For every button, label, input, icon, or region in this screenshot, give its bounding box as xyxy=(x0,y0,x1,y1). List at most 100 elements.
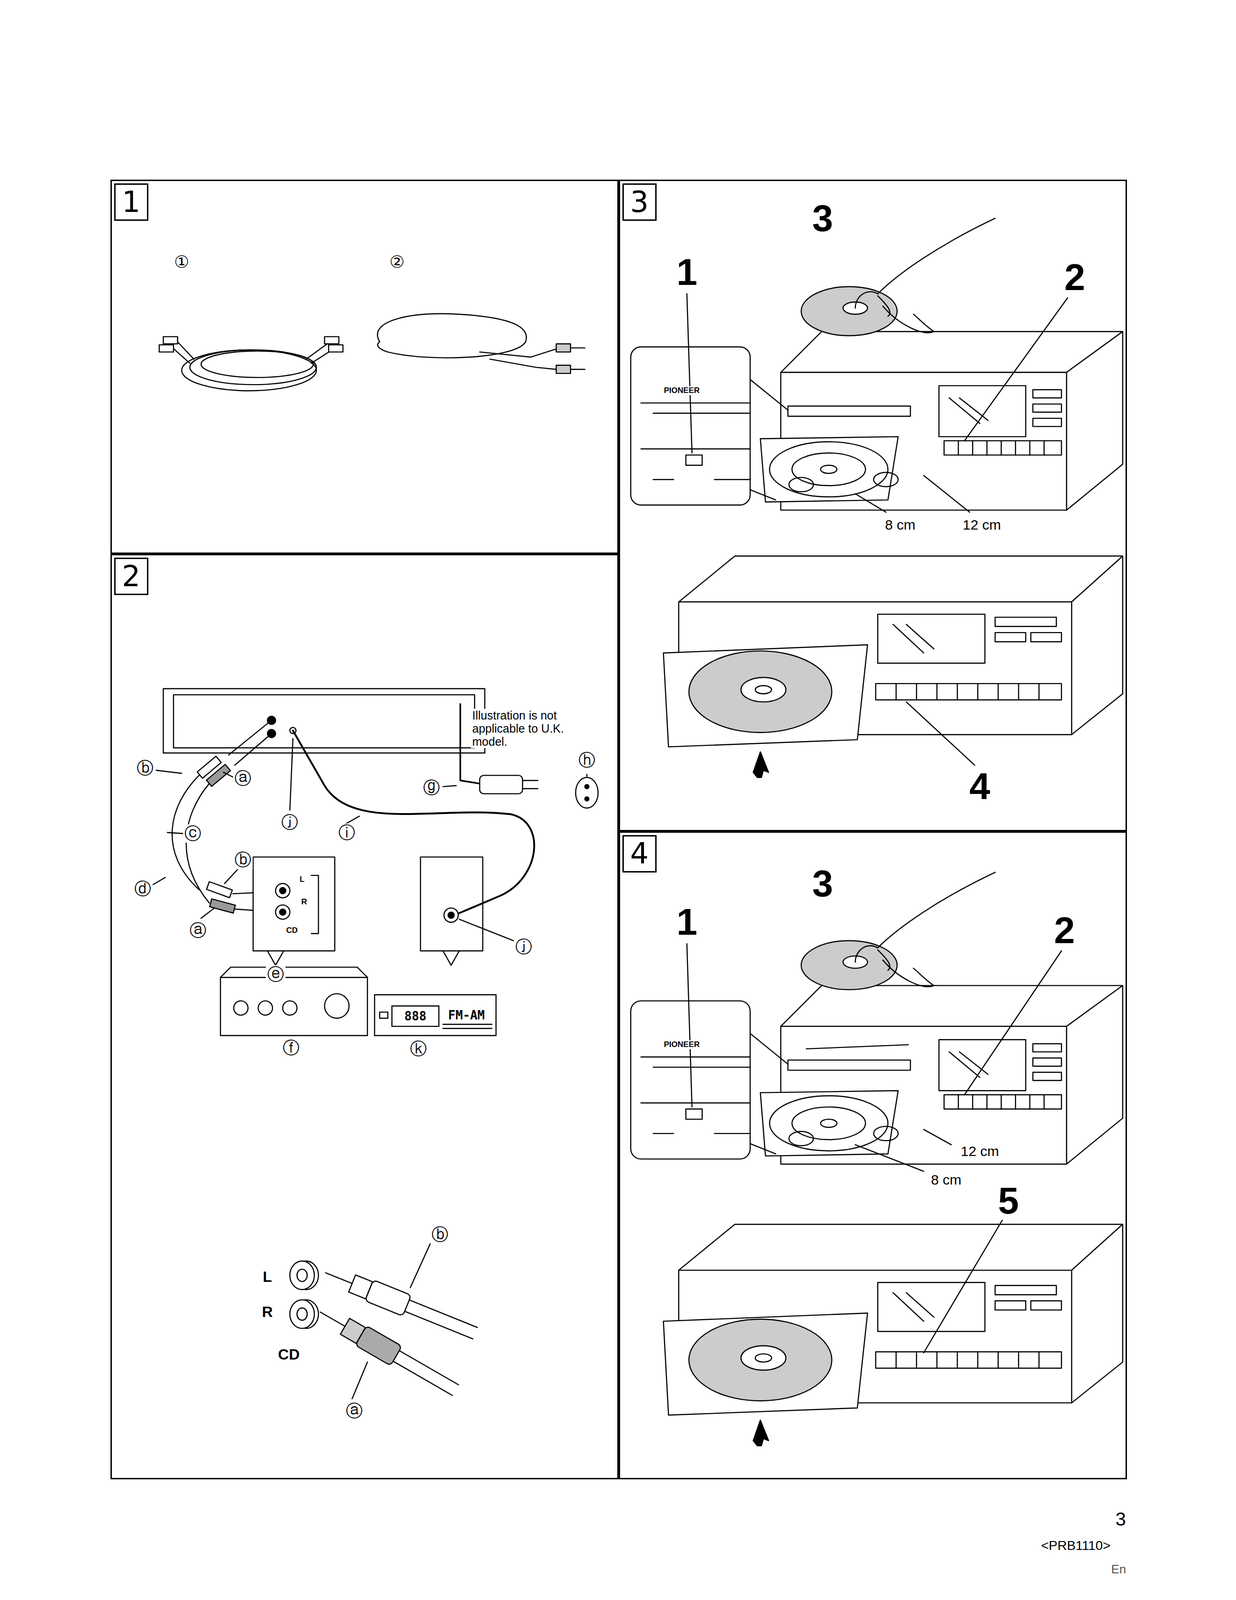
document-code: <PRB1110> xyxy=(1039,1539,1112,1554)
drawing-stroke xyxy=(755,685,772,694)
tuner-inset xyxy=(420,857,483,966)
drawing-stroke xyxy=(1032,389,1062,398)
drawing-stroke xyxy=(873,472,899,488)
jack-name: R xyxy=(299,898,309,907)
drawing-stroke xyxy=(275,905,291,920)
part-letter: ⓘ xyxy=(336,823,357,843)
drawing-stroke xyxy=(630,346,751,505)
drawing-stroke xyxy=(769,441,888,498)
drawing-stroke xyxy=(740,677,786,703)
player-loading-copy xyxy=(630,872,1123,1165)
drawing-stroke xyxy=(324,994,349,1019)
drawing-stroke xyxy=(282,1001,298,1016)
drawing-stroke xyxy=(938,385,1026,437)
plug-detail xyxy=(289,1243,480,1401)
part-letter: ⓙ xyxy=(279,813,300,833)
drawing-stroke xyxy=(206,882,233,899)
drawing-stroke xyxy=(289,1261,315,1290)
drawing-stroke xyxy=(663,556,1123,778)
drawing-stroke xyxy=(753,752,769,778)
accessory-number: ① xyxy=(172,253,191,272)
callout-number: 2 xyxy=(1062,256,1087,299)
drawing-stroke xyxy=(570,348,586,370)
dimension: 12 cm xyxy=(961,516,1003,533)
part-letter: ⓐ xyxy=(188,921,208,941)
amplifier xyxy=(220,967,368,1036)
part-letter: ⓔ xyxy=(265,965,286,985)
drawing-stroke xyxy=(173,694,475,748)
drawing-stroke xyxy=(163,688,485,754)
drawing-stroke xyxy=(324,336,339,344)
dimension: 8 cm xyxy=(883,516,917,533)
callout-number: 2 xyxy=(1052,910,1077,952)
drawing-stroke xyxy=(943,440,1062,456)
drawing-stroke xyxy=(1071,556,1123,736)
part-letter: ⓒ xyxy=(182,824,203,844)
drawing-stroke xyxy=(892,624,934,654)
part-letter: ⓙ xyxy=(513,937,534,957)
player-closing xyxy=(663,556,1123,778)
drawing-stroke xyxy=(355,1326,403,1367)
part-letter: ⓕ xyxy=(281,1038,301,1058)
drawing-stroke xyxy=(321,1262,480,1345)
drawing-stroke xyxy=(855,218,996,334)
drawing-stroke xyxy=(687,293,1068,766)
panel4-leaders xyxy=(687,943,1062,1354)
drawing-stroke xyxy=(393,1351,459,1397)
drawing-stroke xyxy=(267,875,319,966)
player-loading xyxy=(630,218,1123,511)
drawing-stroke xyxy=(877,614,985,664)
drawing-stroke xyxy=(958,440,1045,456)
drawing-stroke xyxy=(688,650,832,733)
drawing-stroke xyxy=(159,344,174,352)
panel-number: 2 xyxy=(114,557,149,596)
dimension: 12 cm xyxy=(959,1143,1001,1159)
part-letter: ⓑ xyxy=(233,851,253,871)
drawing-stroke xyxy=(325,1273,353,1285)
drawing-stroke xyxy=(220,977,368,1036)
panel3-leaders xyxy=(687,293,1068,766)
drawing-stroke xyxy=(328,344,344,352)
brand-logo: PIONEER xyxy=(662,1040,702,1050)
part-letter: ⓑ xyxy=(430,1225,450,1245)
drawing-stroke xyxy=(258,1001,273,1016)
drawing-stroke xyxy=(442,951,460,966)
control-wire xyxy=(292,730,535,914)
drawing-stroke xyxy=(556,343,571,352)
drawing-stroke xyxy=(760,436,899,503)
control-cable xyxy=(377,314,586,374)
drawing-stroke xyxy=(279,887,286,894)
drawing-stroke xyxy=(442,1024,492,1030)
part-letter: ⓐ xyxy=(344,1402,365,1421)
drawing-stroke xyxy=(365,1280,412,1317)
drawing-stroke xyxy=(153,738,587,942)
callout-number: 1 xyxy=(674,901,699,944)
jack-name: R xyxy=(260,1304,275,1321)
drawing-stroke xyxy=(351,1243,431,1400)
tuner xyxy=(374,994,497,1036)
drawing-stroke xyxy=(292,730,535,914)
drawing-stroke xyxy=(685,455,703,466)
dimension: 8 cm xyxy=(929,1172,963,1188)
page-number: 3 xyxy=(1113,1509,1127,1530)
drawing-stroke xyxy=(678,602,1072,736)
drawing-stroke xyxy=(875,683,1062,701)
drawing-stroke xyxy=(1066,331,1123,511)
drawing-stroke xyxy=(556,365,571,374)
drawing-stroke xyxy=(949,398,988,425)
jack-name: L xyxy=(298,875,306,885)
drawing-stroke xyxy=(575,777,599,809)
drawing-stroke xyxy=(687,943,1062,1354)
drawing-stroke xyxy=(522,780,539,789)
drawing-stroke xyxy=(279,909,286,916)
drawing-stroke xyxy=(420,857,483,952)
drawing-stroke xyxy=(791,453,866,486)
amp-inset xyxy=(253,857,335,966)
language-code: En xyxy=(1109,1563,1128,1577)
power-cord xyxy=(460,704,599,809)
drawing-stroke xyxy=(404,1300,478,1340)
drawing-stroke xyxy=(190,350,317,385)
player-rear xyxy=(163,688,485,754)
letter-leaders xyxy=(153,738,587,942)
